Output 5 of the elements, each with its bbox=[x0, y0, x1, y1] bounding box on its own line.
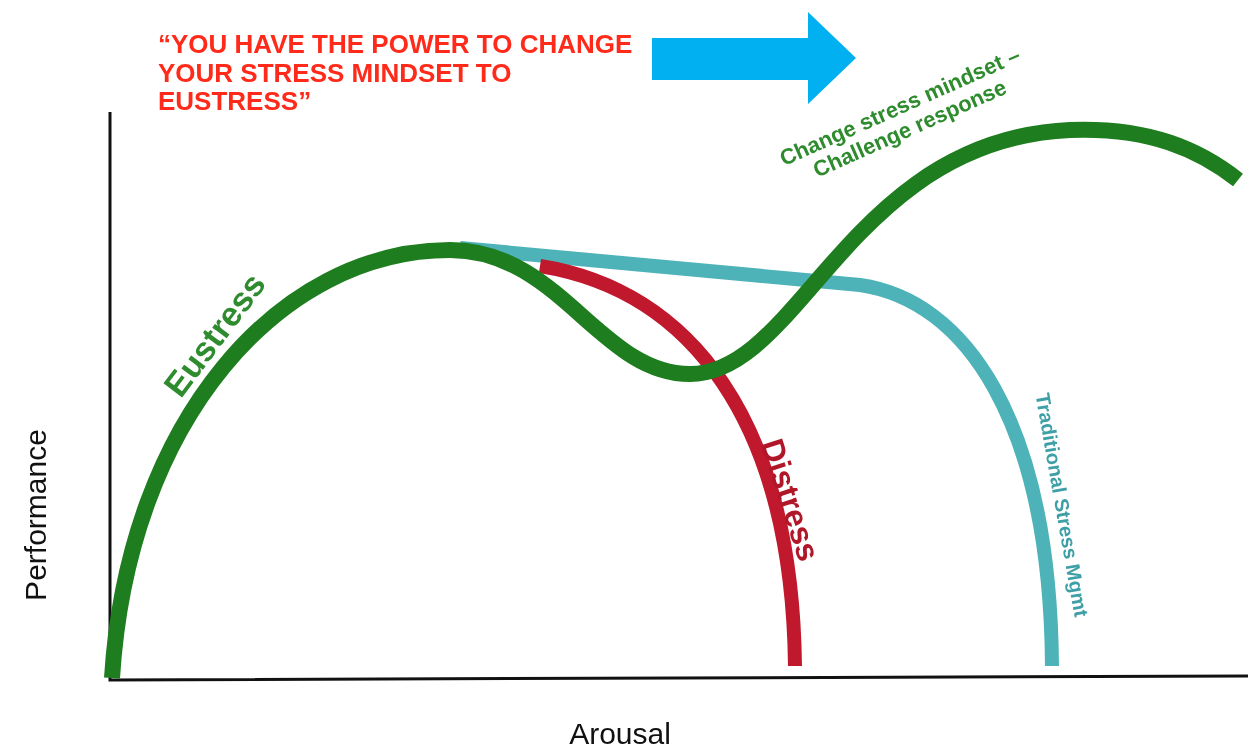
curve-label: Traditional Stress Mgmt bbox=[1031, 391, 1093, 619]
quote-text: “YOU HAVE THE POWER TO CHANGE YOUR STRESS MINDSET TO EUSTRESS” bbox=[158, 30, 634, 116]
curve-label: Distress bbox=[753, 434, 827, 566]
axis-title: Performance bbox=[18, 429, 52, 601]
axis-title: Arousal bbox=[569, 716, 671, 750]
